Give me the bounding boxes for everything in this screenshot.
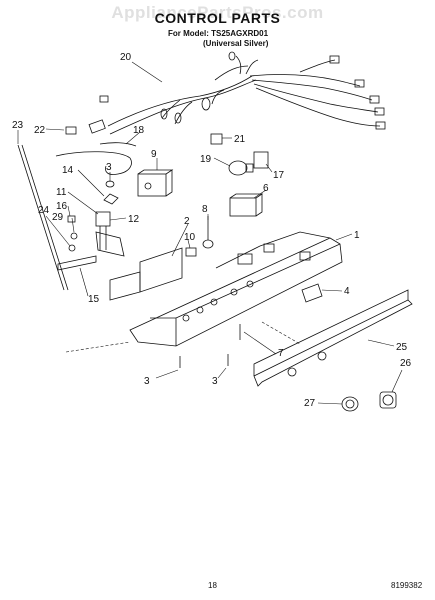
page-title: CONTROL PARTS <box>154 10 281 26</box>
page-number: 18 <box>208 581 217 590</box>
part-15-lever <box>57 255 97 271</box>
model-line: For Model: TS25AGXRD01 <box>168 29 269 38</box>
part-19-bulb <box>228 160 254 176</box>
part-label-3: 3 <box>106 162 112 173</box>
part-14-bracket <box>103 193 119 205</box>
part-1-control-housing <box>129 231 343 347</box>
part-label-23: 23 <box>12 120 24 131</box>
wire-harness <box>88 51 386 135</box>
part-label-21: 21 <box>234 134 246 145</box>
part-label-22: 22 <box>34 125 46 136</box>
part-label-10: 10 <box>184 232 196 243</box>
part-label-2: 2 <box>184 216 190 227</box>
part-label-24: 24 <box>38 205 50 216</box>
part-27-knob <box>341 396 359 412</box>
part-label-27: 27 <box>304 398 316 409</box>
part-label-1: 1 <box>354 230 360 241</box>
part-label-9: 9 <box>151 149 157 160</box>
part-label-18: 18 <box>133 125 145 136</box>
part-24-washer <box>68 244 76 252</box>
part-label-29: 29 <box>52 212 64 223</box>
part-25-front-panel <box>253 289 413 387</box>
part-10-connector <box>185 247 197 257</box>
document-number: 8199382 <box>391 581 423 590</box>
part-label-8: 8 <box>202 204 208 215</box>
part-17-socket <box>253 151 269 169</box>
part-label-15: 15 <box>88 294 100 305</box>
part-label-14: 14 <box>62 165 74 176</box>
part-label-26: 26 <box>400 358 412 369</box>
part-4-clip <box>301 283 323 303</box>
part-label-12: 12 <box>128 214 140 225</box>
part-23-rod <box>17 144 69 291</box>
part-2-bracket <box>109 247 183 301</box>
variant-line: (Universal Silver) <box>203 39 269 48</box>
leader-lines <box>17 61 403 405</box>
part-8-screw <box>202 216 214 249</box>
part-16-clip <box>67 215 76 223</box>
part-label-3: 3 <box>144 376 150 387</box>
part-21-bracket <box>210 133 223 145</box>
part-14-capillary <box>55 151 132 175</box>
part-label-11: 11 <box>56 187 67 198</box>
part-label-25: 25 <box>396 342 408 353</box>
part-26-knob <box>379 391 397 409</box>
part-label-7: 7 <box>278 348 284 359</box>
part-label-6: 6 <box>263 183 269 194</box>
part-6-switch <box>229 193 264 217</box>
part-label-16: 16 <box>56 201 68 212</box>
part-12-damper <box>95 211 125 257</box>
part-18-tube <box>99 142 137 147</box>
part-label-4: 4 <box>344 286 350 297</box>
part-label-19: 19 <box>200 154 212 165</box>
part-label-20: 20 <box>120 52 132 63</box>
watermark: AppliancePartsPros.com <box>111 3 324 22</box>
part-label-17: 17 <box>273 170 285 181</box>
part-label-3: 3 <box>212 376 218 387</box>
part-29-screw <box>70 232 78 240</box>
part-22-clip <box>65 126 77 135</box>
part-9-thermostat <box>137 169 174 197</box>
